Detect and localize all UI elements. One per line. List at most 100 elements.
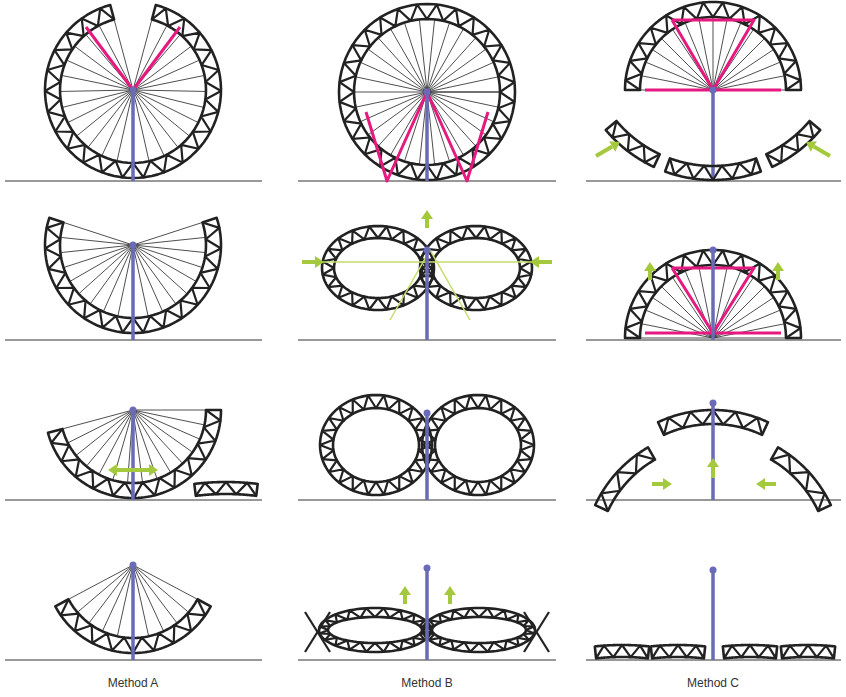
mast-top: [424, 410, 431, 417]
truss-ring: [771, 447, 831, 511]
spoke: [100, 26, 133, 90]
spoke: [133, 26, 166, 90]
arrow-head: [707, 458, 719, 467]
spoke: [133, 237, 205, 245]
arrow-head: [772, 262, 784, 271]
spoke: [427, 38, 475, 92]
spoke: [87, 410, 133, 465]
motion-arrow: [711, 467, 715, 478]
truss-web: [421, 227, 532, 310]
mast: [425, 92, 429, 181]
spoke: [133, 410, 205, 411]
method-label: Method C: [687, 676, 739, 690]
mast-top: [424, 565, 431, 572]
mast-top: [424, 89, 431, 96]
spoke: [357, 92, 427, 107]
arrow-head: [315, 256, 324, 268]
guide-line: [390, 250, 470, 320]
mast: [711, 250, 715, 340]
arrow-head: [108, 464, 117, 476]
truss-ring: [319, 608, 431, 652]
arrow-head: [530, 256, 539, 268]
truss-outline: [665, 158, 761, 180]
truss-web: [424, 608, 535, 651]
spoke: [133, 245, 195, 281]
method-label: Method B: [401, 676, 452, 690]
arrow-head: [421, 210, 433, 219]
motion-arrow: [776, 271, 780, 280]
truss-web: [670, 158, 756, 180]
motion-arrow: [302, 260, 315, 264]
mast-top: [710, 567, 717, 574]
truss-outline: [595, 645, 649, 658]
spoke: [133, 90, 197, 122]
spokes: [641, 18, 785, 90]
mast: [711, 403, 715, 500]
spoke: [79, 245, 133, 293]
spoke: [78, 565, 133, 612]
arrow-head: [644, 262, 656, 271]
spoke: [104, 245, 133, 311]
truss-outer: [322, 226, 434, 310]
mast: [131, 90, 135, 181]
motion-arrow: [117, 468, 133, 472]
arrow-head: [149, 464, 158, 476]
truss-outline: [771, 447, 831, 511]
truss-web: [320, 396, 432, 495]
truss-outer: [319, 608, 431, 652]
spoke: [89, 90, 133, 147]
spoke: [427, 92, 499, 93]
spoke: [427, 92, 475, 146]
truss-web: [766, 121, 813, 162]
truss-inner: [432, 617, 526, 643]
spoke: [379, 38, 427, 92]
truss-outline: [625, 2, 801, 90]
truss-outline: [606, 121, 660, 167]
spoke: [713, 324, 784, 338]
truss-web: [613, 121, 660, 162]
truss-outer: [422, 395, 534, 495]
truss-outline: [651, 645, 705, 658]
truss-outline: [723, 645, 777, 658]
spoke: [77, 410, 133, 455]
mast-top: [710, 400, 717, 407]
truss-inner: [334, 238, 422, 298]
truss-outer: [320, 395, 432, 495]
spoke: [133, 90, 164, 155]
truss-outline: [766, 121, 820, 167]
truss-web: [196, 482, 256, 496]
spoke: [133, 565, 197, 599]
spoke: [69, 565, 133, 599]
motion-arrow: [765, 482, 776, 486]
truss-inner: [333, 408, 419, 482]
spoke: [133, 245, 187, 293]
mast: [131, 410, 135, 500]
motion-arrow: [403, 595, 407, 604]
mast: [425, 413, 429, 500]
spoke: [103, 565, 133, 630]
truss-inner: [432, 238, 520, 298]
truss-web: [652, 645, 704, 658]
truss-ring: [781, 645, 835, 658]
spoke: [133, 90, 205, 91]
truss-ring: [595, 645, 649, 658]
mast-top: [130, 87, 137, 94]
truss-ring: [595, 447, 655, 511]
truss-outline: [781, 645, 835, 658]
truss-ring: [606, 121, 660, 167]
spoke: [133, 245, 162, 311]
spoke: [63, 90, 133, 107]
spoke: [133, 565, 188, 612]
truss-web: [771, 455, 825, 511]
mast-top: [710, 247, 717, 254]
spoke: [713, 278, 753, 338]
spoke: [355, 92, 427, 93]
mast: [131, 245, 135, 340]
spoke: [65, 223, 133, 245]
mast-top: [130, 407, 137, 414]
mast-top: [130, 242, 137, 249]
truss-web: [596, 645, 648, 658]
spoke: [427, 24, 449, 92]
spoke: [419, 20, 427, 92]
